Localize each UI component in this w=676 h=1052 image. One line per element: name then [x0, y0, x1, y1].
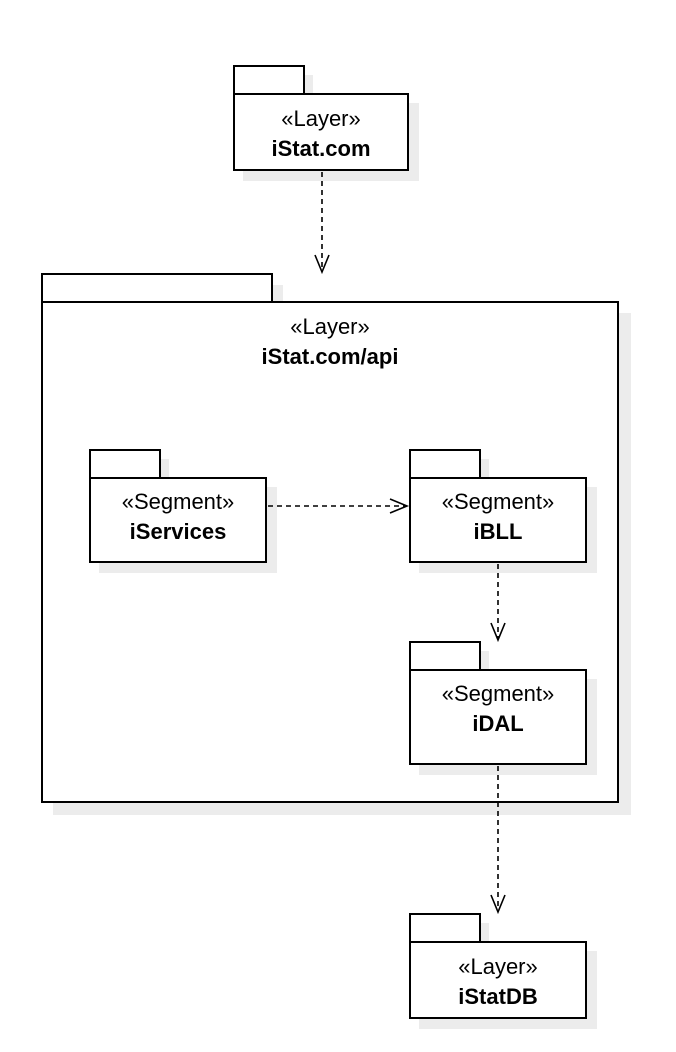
- package-iservices[interactable]: «Segment» iServices: [89, 449, 277, 573]
- arrow-head-icon: [490, 894, 506, 915]
- arrow-head-icon: [314, 254, 330, 275]
- arrow-head-icon: [389, 498, 410, 514]
- package-body: [89, 477, 267, 563]
- package-stereotype: «Segment»: [442, 681, 555, 706]
- package-body: [409, 477, 587, 563]
- package-tab: [89, 449, 161, 479]
- package-ibll[interactable]: «Segment» iBLL: [409, 449, 597, 573]
- package-tab: [409, 449, 481, 479]
- package-stereotype: «Segment»: [442, 489, 555, 514]
- package-body: [409, 669, 587, 765]
- dependency-iservices-to-ibll: [268, 498, 410, 514]
- arrow-head-icon: [490, 622, 506, 643]
- package-body: [233, 93, 409, 171]
- dependency-istat-com-to-api: [314, 172, 330, 275]
- package-istatdb[interactable]: «Layer» iStatDB: [409, 913, 597, 1029]
- package-name: iDAL: [472, 711, 523, 736]
- package-name: iStatDB: [458, 984, 537, 1009]
- package-body: [409, 941, 587, 1019]
- package-tab: [233, 65, 305, 95]
- package-tab: [409, 913, 481, 943]
- package-name: iServices: [130, 519, 227, 544]
- package-name: iBLL: [474, 519, 523, 544]
- dependency-ibll-to-idal: [490, 564, 506, 643]
- dependency-idal-to-istatdb: [490, 766, 506, 915]
- package-stereotype: «Layer»: [290, 314, 370, 339]
- package-stereotype: «Segment»: [122, 489, 235, 514]
- package-idal[interactable]: «Segment» iDAL: [409, 641, 597, 775]
- package-name: iStat.com/api: [262, 344, 399, 369]
- package-tab: [41, 273, 273, 303]
- package-istat-com[interactable]: «Layer» iStat.com: [233, 65, 419, 181]
- package-stereotype: «Layer»: [281, 106, 361, 131]
- package-name: iStat.com: [271, 136, 370, 161]
- package-stereotype: «Layer»: [458, 954, 538, 979]
- package-tab: [409, 641, 481, 671]
